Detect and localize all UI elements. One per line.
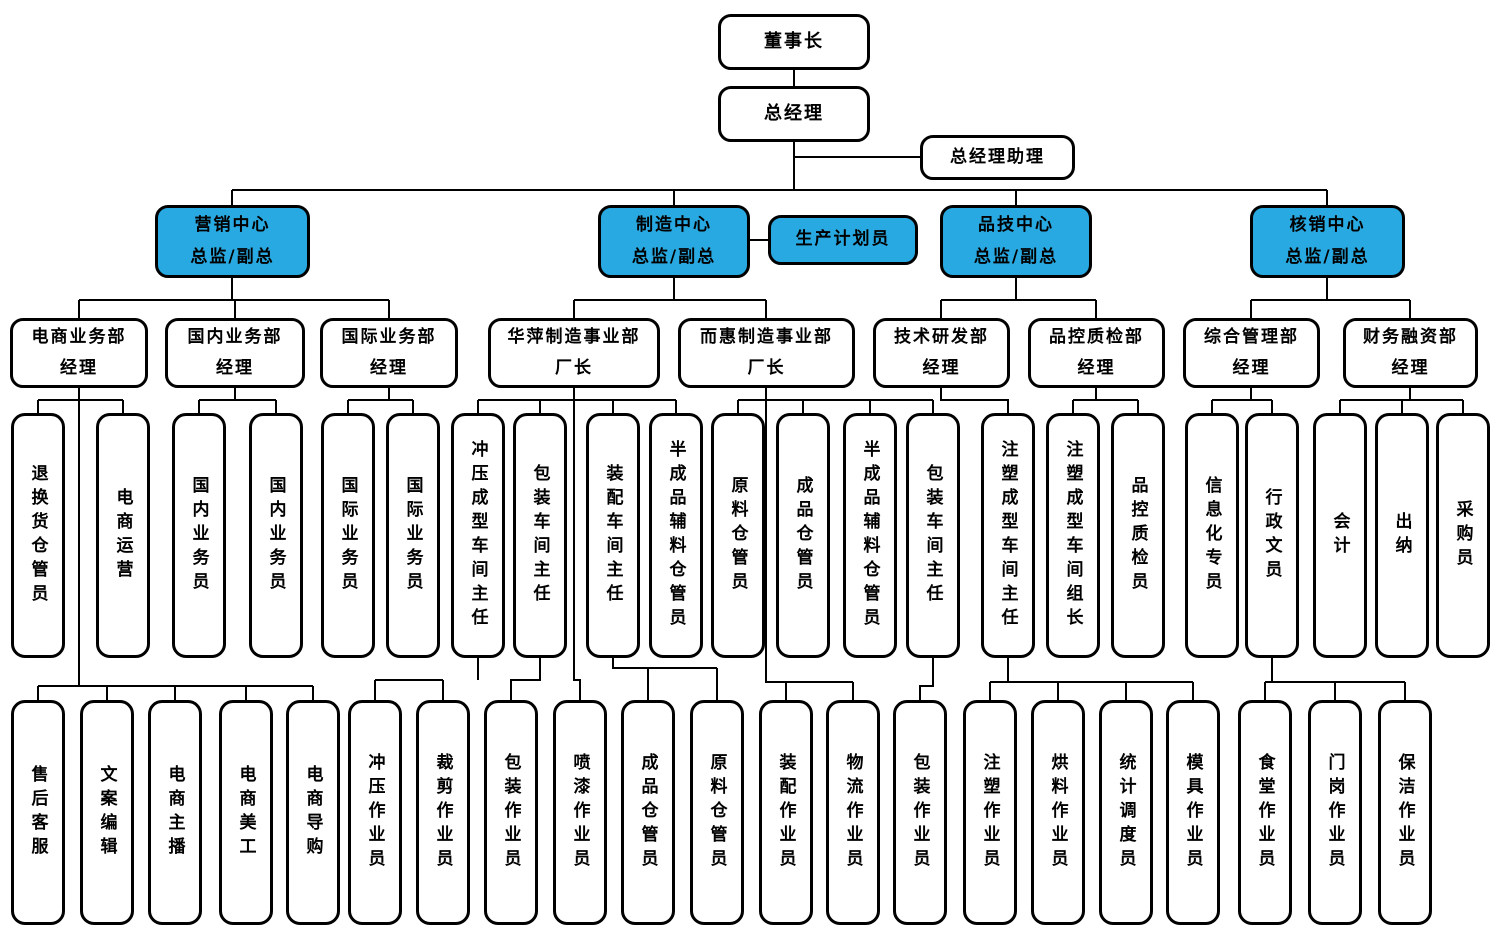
node-injection-workshop-chief: 注塑成型车间主任 [981,413,1035,658]
node-ecommerce-dept: 电商业务部 经理 [10,318,148,388]
node-qc-dept: 品控质检部 经理 [1028,318,1165,388]
node-stamping-workshop-chief: 冲压成型车间主任 [451,413,505,658]
node-general-manager: 总经理 [718,86,870,142]
node-huaping-factory: 华萍制造事业部 厂长 [488,318,660,388]
node-stats-scheduler: 统计调度员 [1099,700,1153,925]
node-domestic-salesperson-2: 国内业务员 [249,413,303,658]
node-qc-inspector: 品控质检员 [1111,413,1165,658]
node-packaging-workshop-chief-2: 包装车间主任 [906,413,960,658]
node-chairman: 董事长 [718,14,870,70]
node-gm-assistant: 总经理助理 [920,135,1075,180]
node-stamping-worker: 冲压作业员 [348,700,402,925]
node-marketing-center: 营销中心 总监/副总 [155,205,310,278]
node-finance-dept: 财务融资部 经理 [1343,318,1478,388]
node-packaging-workshop-chief-1: 包装车间主任 [513,413,567,658]
node-domestic-dept: 国内业务部 经理 [165,318,305,388]
node-raw-material-warehouse-keeper: 原料仓管员 [711,413,765,658]
node-international-dept: 国际业务部 经理 [320,318,458,388]
node-finished-goods-keeper-worker: 成品仓管员 [621,700,675,925]
node-rd-dept: 技术研发部 经理 [873,318,1010,388]
node-drying-worker: 烘料作业员 [1031,700,1085,925]
node-injection-workshop-leader: 注塑成型车间组长 [1046,413,1100,658]
node-cashier: 出纳 [1375,413,1429,658]
node-ecommerce-livestreamer: 电商主播 [148,700,202,925]
node-admin-dept: 综合管理部 经理 [1183,318,1320,388]
connector-to-workers [37,400,1406,700]
node-aftersales-service: 售后客服 [11,700,65,925]
node-cutting-worker: 裁剪作业员 [416,700,470,925]
node-international-salesperson-1: 国际业务员 [321,413,375,658]
node-gatekeeper-worker: 门岗作业员 [1308,700,1362,925]
node-quality-tech-center: 品技中心 总监/副总 [940,205,1092,278]
node-purchaser: 采购员 [1436,413,1490,658]
node-assembly-workshop-chief: 装配车间主任 [586,413,640,658]
node-semi-finished-warehouse-keeper-2: 半成品辅料仓管员 [843,413,897,658]
connector-top-level [231,70,1328,241]
node-assembly-worker: 装配作业员 [759,700,813,925]
connector-depts-to-staff [37,388,1464,413]
node-copywriter: 文案编辑 [80,700,134,925]
node-packaging-worker-2: 包装作业员 [893,700,947,925]
node-ecommerce-operations: 电商运营 [96,413,150,658]
node-mold-worker: 模具作业员 [1166,700,1220,925]
node-it-specialist: 信息化专员 [1185,413,1239,658]
node-verification-center: 核销中心 总监/副总 [1250,205,1405,278]
node-ecommerce-shopping-guide: 电商导购 [286,700,340,925]
node-production-planner: 生产计划员 [768,215,918,265]
node-raw-material-keeper-worker: 原料仓管员 [690,700,744,925]
node-admin-clerk: 行政文员 [1245,413,1299,658]
node-painting-worker: 喷漆作业员 [553,700,607,925]
node-erhui-factory: 而惠制造事业部 厂长 [678,318,855,388]
node-packaging-worker-1: 包装作业员 [484,700,538,925]
node-international-salesperson-2: 国际业务员 [386,413,440,658]
node-canteen-worker: 食堂作业员 [1238,700,1292,925]
node-returns-warehouse-keeper: 退换货仓管员 [11,413,65,658]
node-finished-goods-warehouse-keeper: 成品仓管员 [776,413,830,658]
node-ecommerce-designer: 电商美工 [219,700,273,925]
node-injection-worker: 注塑作业员 [963,700,1017,925]
node-accountant: 会计 [1313,413,1367,658]
node-semi-finished-warehouse-keeper-1: 半成品辅料仓管员 [649,413,703,658]
node-logistics-worker: 物流作业员 [826,700,880,925]
node-manufacturing-center: 制造中心 总监/副总 [598,205,750,278]
node-domestic-salesperson-1: 国内业务员 [172,413,226,658]
node-cleaning-worker: 保洁作业员 [1378,700,1432,925]
connector-centers-to-depts [78,278,1411,318]
